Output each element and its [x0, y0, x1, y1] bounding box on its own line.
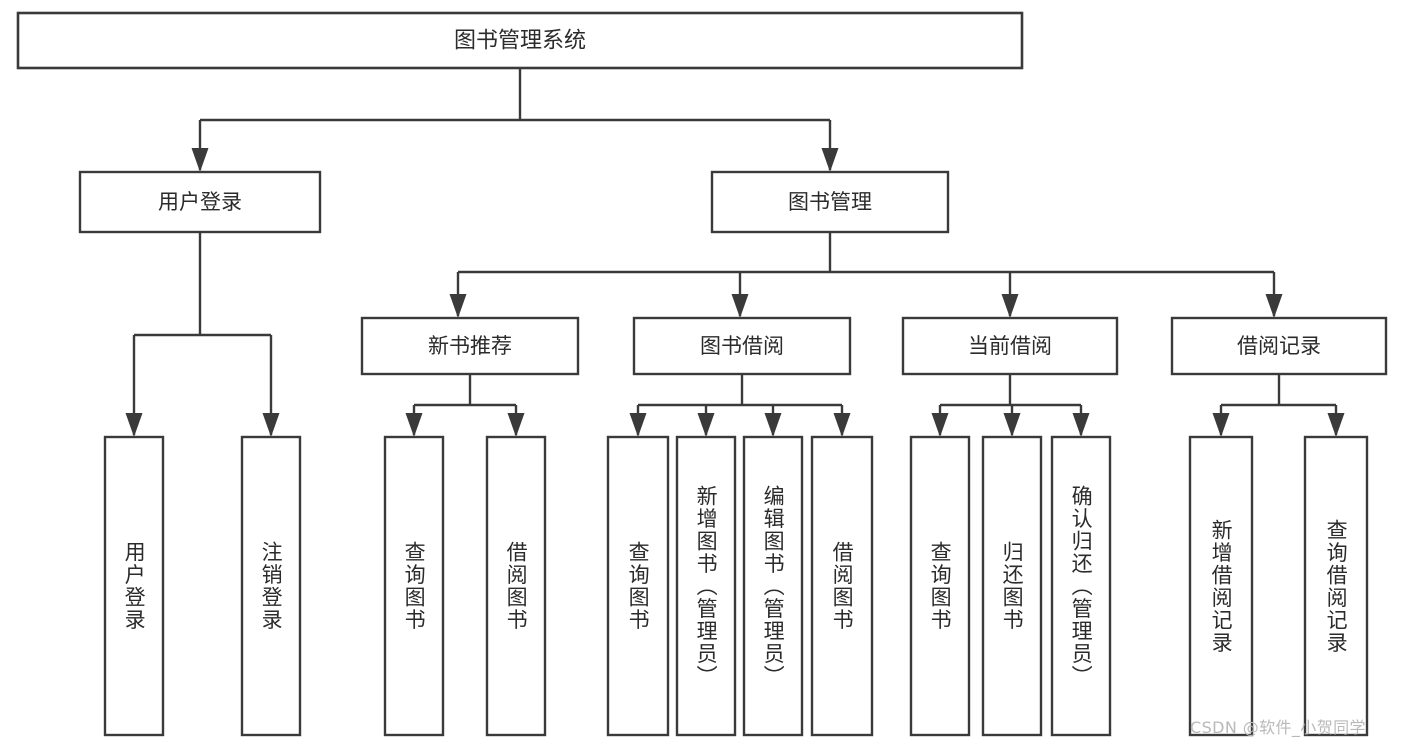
node-leaf-return-book[interactable]	[981, 435, 1043, 737]
node-label-book-borrow: 图书借阅	[700, 334, 784, 358]
arrow-head	[125, 413, 143, 437]
arrow-head	[931, 413, 949, 437]
node-new-book-rec[interactable]	[360, 316, 580, 376]
arrow-head	[629, 413, 647, 437]
node-leaf-logout-login[interactable]	[240, 435, 302, 737]
node-book-manage[interactable]	[710, 170, 950, 234]
node-label-book-manage: 图书管理	[788, 190, 872, 214]
node-leaf-query-book-cur[interactable]	[909, 435, 971, 737]
arrow-head	[507, 413, 525, 437]
node-label-new-book-rec: 新书推荐	[428, 334, 512, 358]
node-borrow-record[interactable]	[1170, 316, 1388, 376]
node-leaf-query-book-brw[interactable]	[606, 435, 670, 737]
node-label-user-login: 用户登录	[158, 190, 242, 214]
node-label-current-borrow: 当前借阅	[968, 334, 1052, 358]
arrow-head	[449, 294, 467, 318]
node-user-login[interactable]	[78, 170, 322, 234]
arrow-head	[833, 413, 851, 437]
node-leaf-add-book[interactable]	[675, 435, 737, 737]
csdn-watermark: CSDN @软件_小贺同学	[1190, 718, 1366, 737]
arrow-head	[1001, 294, 1019, 318]
connectors-layer	[125, 68, 1345, 437]
arrow-head	[764, 413, 782, 437]
node-root-system[interactable]	[16, 11, 1024, 70]
arrow-head	[1327, 413, 1345, 437]
node-label-root: 图书管理系统	[454, 29, 586, 54]
arrow-head	[1212, 413, 1230, 437]
node-leaf-borrow-book-brw[interactable]	[810, 435, 874, 737]
arrow-head	[1003, 413, 1021, 437]
arrow-head	[405, 413, 423, 437]
node-leaf-user-login[interactable]	[103, 435, 165, 737]
node-current-borrow[interactable]	[901, 316, 1119, 376]
node-label-borrow-record: 借阅记录	[1237, 334, 1321, 358]
node-leaf-edit-book[interactable]	[742, 435, 804, 737]
node-leaf-query-borrow-record[interactable]	[1303, 435, 1369, 737]
arrow-head	[262, 413, 280, 437]
node-leaf-confirm-return[interactable]	[1050, 435, 1112, 737]
arrow-head	[821, 148, 839, 172]
arrow-head	[697, 413, 715, 437]
node-leaf-query-book-rec[interactable]	[383, 435, 445, 737]
node-leaf-borrow-book-rec[interactable]	[485, 435, 547, 737]
node-leaf-add-borrow-record[interactable]	[1188, 435, 1254, 737]
node-book-borrow[interactable]	[632, 316, 852, 376]
arrow-head	[1265, 294, 1283, 318]
boxes-layer	[16, 11, 1388, 737]
arrow-head	[191, 148, 209, 172]
arrow-head	[731, 294, 749, 318]
arrow-head	[1072, 413, 1090, 437]
